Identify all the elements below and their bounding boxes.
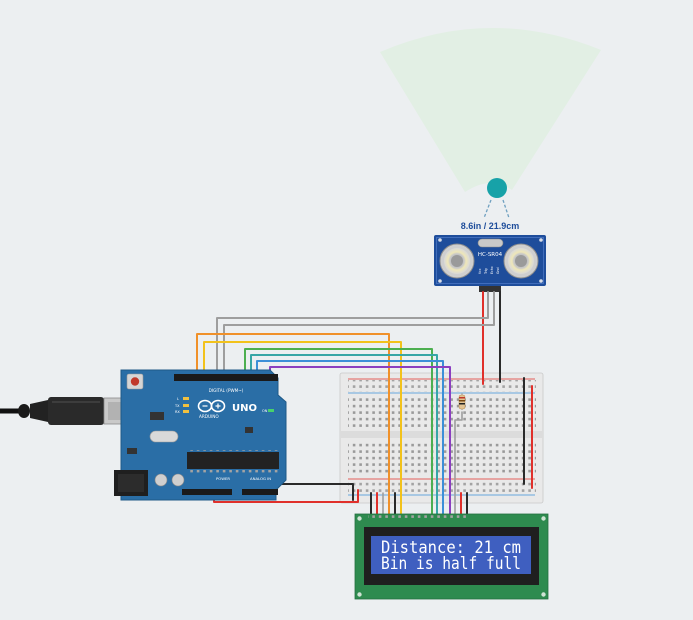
resistor[interactable] [458,393,466,410]
wire-orange [196,333,390,516]
arduino-uno[interactable]: DIGITAL (PWM~) L TX RX UNO ARDUINO ON [114,369,287,501]
led-l-label: L [177,397,179,401]
digital-header [174,374,278,381]
sensor-pin-header [479,286,501,292]
breadboard[interactable] [339,372,544,504]
range-indicator-line [502,199,510,219]
led-tx-label: TX [174,404,180,408]
wire-trig-gray [223,291,495,377]
wiring [196,291,533,516]
analog-header-label: ANALOG IN [250,476,271,481]
capacitor [154,473,168,487]
led-rx [183,410,189,413]
arduino-model-label: UNO [232,403,257,414]
lcd-line-2: Bin is half full [381,554,521,573]
microcontroller-chip [187,452,279,469]
led-tx [183,404,189,407]
range-indicator-line [483,199,492,219]
digital-header-label: DIGITAL (PWM~) [209,388,244,393]
lcd-screen [371,536,531,574]
sensor-pin-label-echo: Echo [490,266,494,274]
sensor-pin-label-trig: Trig [484,268,488,275]
crystal-oscillator [149,430,179,443]
wire-echo-gray [216,291,489,377]
arduino-logo-icon [197,399,226,413]
power-header-label: POWER [216,476,230,481]
lcd-display[interactable]: Distance: 21 cm Bin is half full [354,513,549,600]
transducer-right [503,243,539,279]
wire-blue [256,360,444,516]
on-led [268,409,274,412]
arduino-brand-label: ARDUINO [199,414,219,419]
led-rx-label: RX [175,410,180,414]
distance-readout: 8.6in / 21.9cm [461,221,520,231]
transducer-left [439,243,475,279]
lcd-line-1: Distance: 21 cm [381,538,521,557]
power-header [182,489,232,495]
wire-green [244,348,433,516]
sensor-model-label: HC-SR04 [478,252,503,258]
analog-header [242,489,278,495]
sensor-pin-label-vcc: Vcc [478,268,482,274]
ultrasonic-sensor[interactable]: HC-SR04 Vcc Trig Echo Gnd [434,235,546,292]
wire-yellow [203,341,402,516]
wire-contrast [454,411,463,516]
capacitor [171,473,185,487]
target-object[interactable] [487,178,507,198]
wire-gnd-arduino [276,483,354,501]
wire-teal [250,354,438,516]
led-l [183,397,189,400]
on-led-label: ON [262,409,268,413]
lcd-pin-header [368,515,466,521]
sonar-detection-cone [380,27,601,192]
sensor-pin-label-gnd: Gnd [496,267,500,274]
